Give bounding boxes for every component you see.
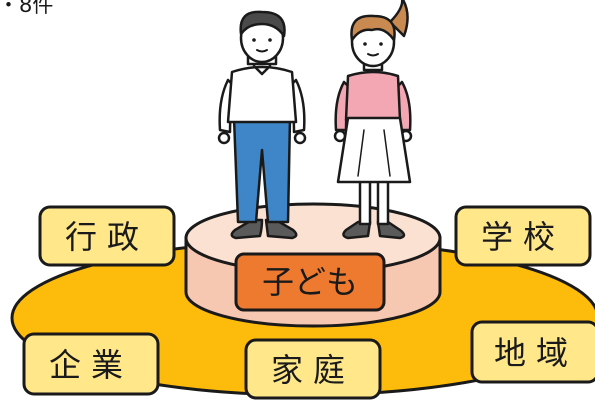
header-text: ・8件 (0, 0, 53, 17)
center-label: 子ども (262, 263, 358, 301)
stakeholder-gakko: 学校 (454, 205, 592, 267)
center-label-box: 子ども (234, 252, 386, 312)
stakeholder-kigyo: 企業 (22, 332, 160, 396)
boy-figure (217, 10, 307, 240)
stakeholder-gakko-label: 学校 (481, 218, 565, 256)
stakeholder-gyosei: 行政 (38, 205, 176, 267)
stakeholder-katei: 家庭 (244, 338, 382, 400)
stakeholder-gyosei-label: 行政 (65, 218, 149, 256)
stakeholder-kigyo-label: 企業 (49, 346, 133, 384)
stakeholder-katei-label: 家庭 (271, 351, 355, 389)
girl-figure (333, 0, 413, 240)
stakeholder-chiiki-label: 地域 (494, 334, 578, 372)
stakeholder-chiiki: 地域 (470, 320, 595, 384)
